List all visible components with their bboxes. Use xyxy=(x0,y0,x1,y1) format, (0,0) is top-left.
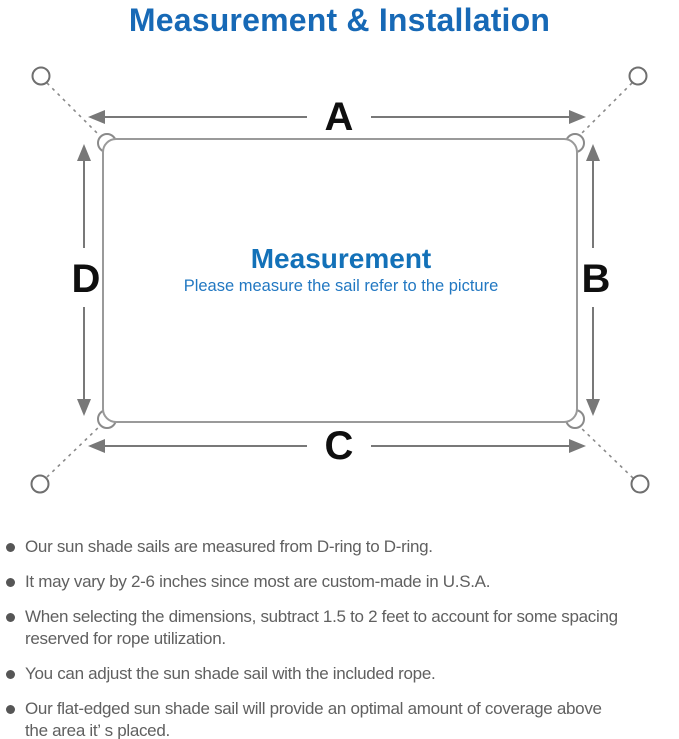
notes-list: Our sun shade sails are measured from D-… xyxy=(0,536,679,739)
arrow-down-icon xyxy=(77,399,91,416)
list-item: When selecting the dimensions, subtract … xyxy=(0,606,679,650)
page-title: Measurement & Installation xyxy=(128,2,551,38)
arrow-right-icon xyxy=(569,439,586,453)
dim-label-a: A xyxy=(325,95,354,139)
center-heading: Measurement xyxy=(251,243,432,274)
anchor-ring-top-right xyxy=(628,66,648,86)
list-item: It may vary by 2-6 inches since most are… xyxy=(0,571,679,593)
anchor-ring-top-left xyxy=(31,66,51,86)
note-text: Our sun shade sails are measured from D-… xyxy=(25,537,433,556)
dimension-c: C xyxy=(88,424,586,468)
anchor-ring-bottom-left xyxy=(30,474,50,494)
arrow-left-icon xyxy=(88,439,105,453)
center-subtitle: Please measure the sail refer to the pic… xyxy=(184,277,499,295)
dimension-b: B xyxy=(582,144,611,416)
dimension-d: D xyxy=(72,144,101,416)
rope-dashed-bottom-left xyxy=(46,423,103,478)
dim-label-b: B xyxy=(582,257,611,301)
note-text: You can adjust the sun shade sail with t… xyxy=(25,664,436,683)
arrow-up-icon xyxy=(586,144,600,161)
rope-dashed-top-right xyxy=(576,82,633,139)
arrow-left-icon xyxy=(88,110,105,124)
bullet-icon xyxy=(6,705,15,714)
list-item: You can adjust the sun shade sail with t… xyxy=(0,663,679,685)
note-text: Our flat-edged sun shade sail will provi… xyxy=(25,699,602,739)
dim-label-c: C xyxy=(325,424,354,468)
dimension-a: A xyxy=(88,95,586,139)
bullet-icon xyxy=(6,670,15,679)
bullet-icon xyxy=(6,613,15,622)
sail-outline xyxy=(102,138,578,423)
bullet-icon xyxy=(6,543,15,552)
dim-label-d: D xyxy=(72,257,101,301)
measurement-diagram: A C D B Measurement Please meas xyxy=(30,66,650,494)
note-text: When selecting the dimensions, subtract … xyxy=(25,607,618,648)
rope-dashed-top-left xyxy=(46,82,103,139)
arrow-up-icon xyxy=(77,144,91,161)
note-text: It may vary by 2-6 inches since most are… xyxy=(25,572,491,591)
arrow-right-icon xyxy=(569,110,586,124)
list-item: Our sun shade sails are measured from D-… xyxy=(0,536,679,558)
bullet-icon xyxy=(6,578,15,587)
list-item: Our flat-edged sun shade sail will provi… xyxy=(0,698,679,739)
rope-dashed-bottom-right xyxy=(576,423,634,479)
arrow-down-icon xyxy=(586,399,600,416)
anchor-ring-bottom-right xyxy=(630,474,650,494)
